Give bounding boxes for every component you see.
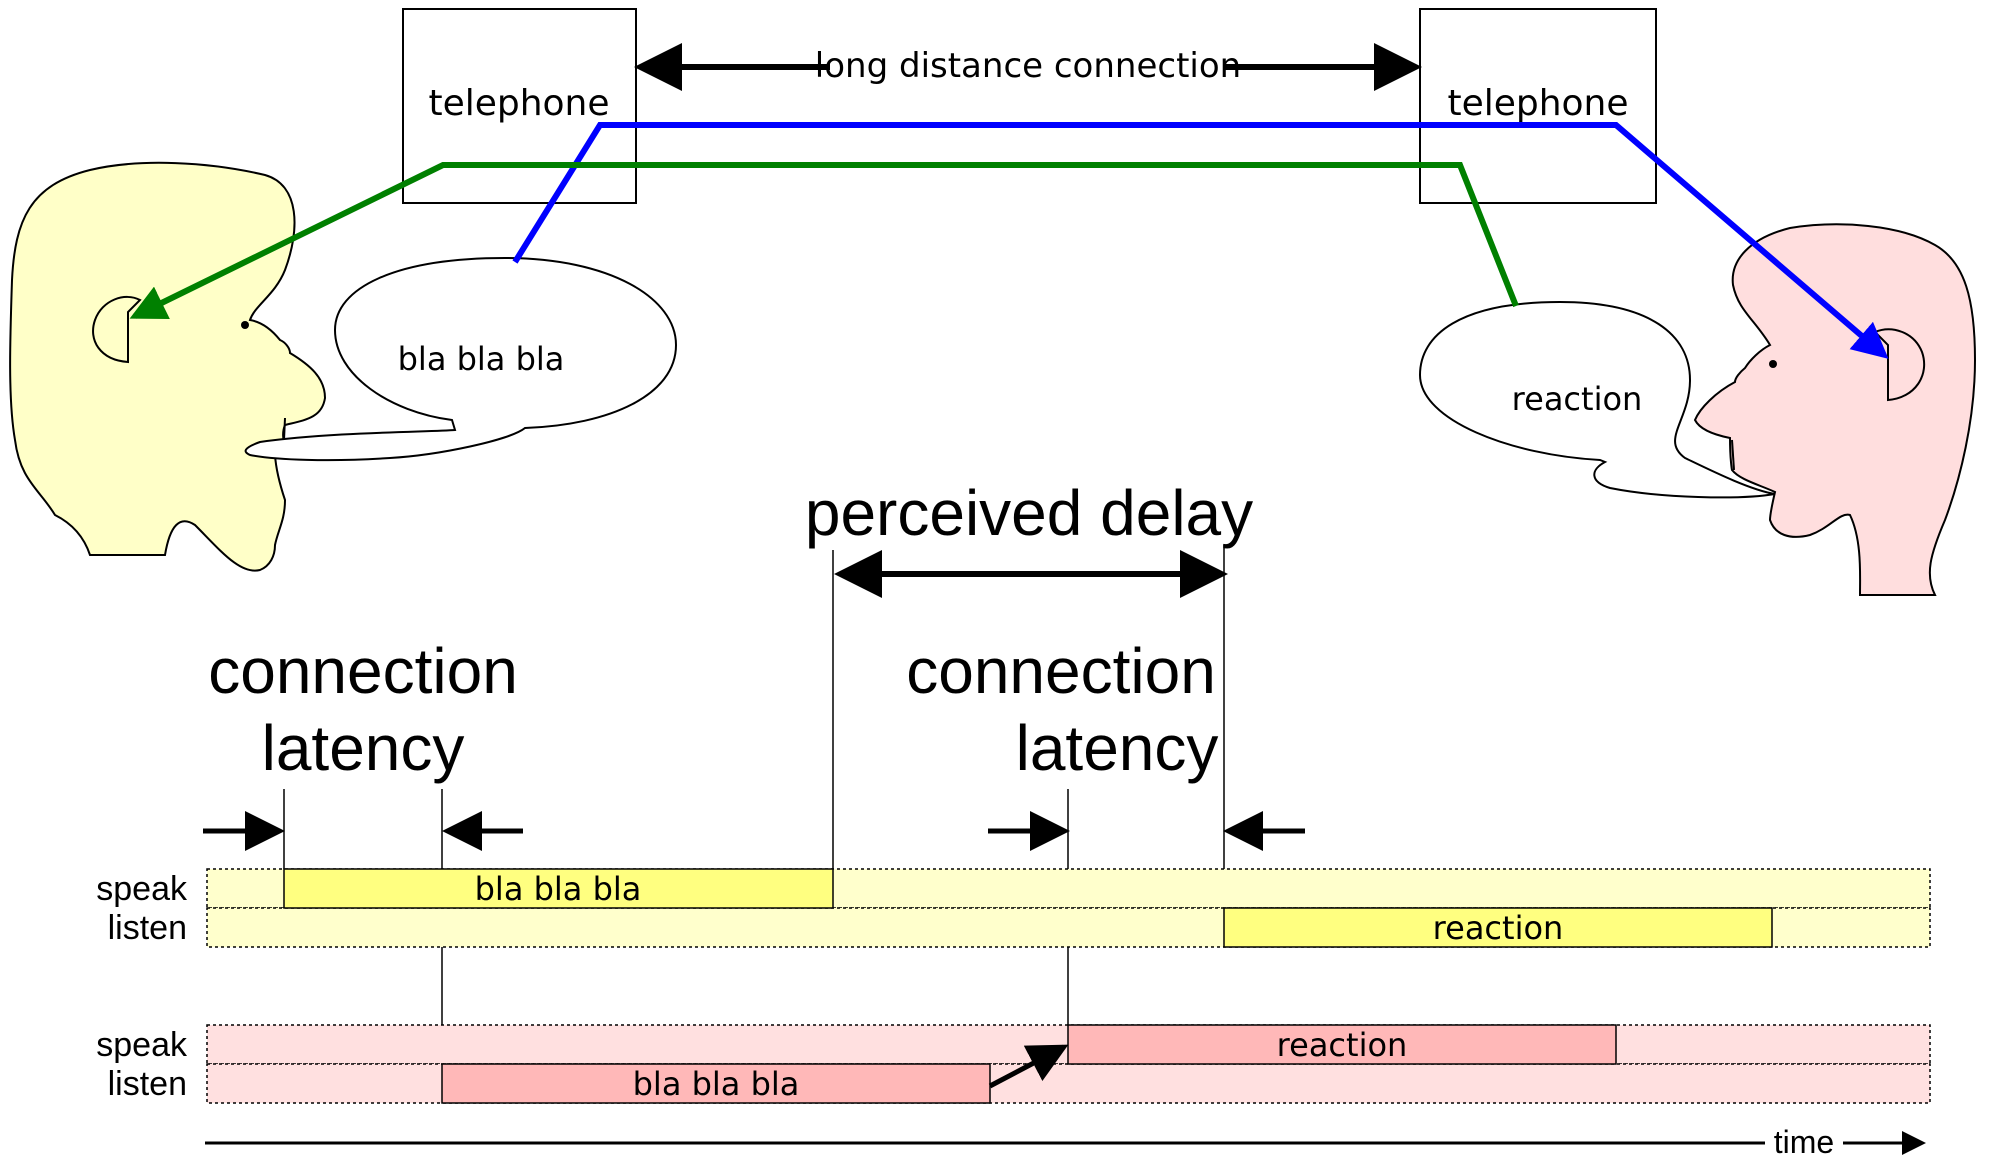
bar-left-listen-label: reaction — [1433, 909, 1564, 947]
left-telephone-box — [402, 8, 637, 204]
row-label-speak-1: speak — [96, 870, 188, 908]
left-eye — [241, 321, 249, 329]
perceived-delay-label: perceived delay — [805, 477, 1253, 549]
bar-left-speak-label: bla bla bla — [475, 870, 642, 908]
bar-right-listen — [441, 1063, 991, 1104]
latency-left-line1: connection — [208, 635, 518, 707]
right-mouth — [1731, 439, 1735, 471]
row-label-speak-2: speak — [96, 1026, 188, 1064]
time-label: time — [1774, 1124, 1834, 1157]
left-head — [9, 161, 327, 572]
bar-right-speak-label: reaction — [1277, 1026, 1408, 1064]
blue-signal-path — [512, 122, 1889, 359]
bar-left-speak — [283, 868, 834, 909]
time-label-bg — [1765, 1124, 1843, 1156]
right-head — [1693, 223, 1977, 596]
left-mouth — [283, 417, 286, 441]
right-bubble-text: reaction — [1512, 380, 1643, 418]
latency-right-line2: latency — [1016, 712, 1219, 784]
row-label-listen-2: listen — [108, 1065, 187, 1103]
right-speech-bubble — [1418, 300, 1776, 499]
left-speech-bubble — [244, 256, 678, 462]
bar-left-listen — [1223, 907, 1773, 948]
right-eye — [1769, 360, 1777, 368]
bar-right-speak — [1067, 1024, 1617, 1065]
green-signal-path — [129, 162, 1519, 319]
bar-right-listen-label: bla bla bla — [633, 1065, 800, 1103]
latency-right-line1: connection — [906, 635, 1216, 707]
row-label-listen-1: listen — [108, 909, 187, 947]
left-telephone-label: telephone — [428, 83, 609, 124]
right-telephone-label: telephone — [1447, 83, 1628, 124]
connection-label: long distance connection — [815, 46, 1241, 86]
response-arrow — [988, 1044, 1069, 1089]
left-bubble-text: bla bla bla — [398, 340, 565, 378]
latency-left-line2: latency — [262, 712, 465, 784]
